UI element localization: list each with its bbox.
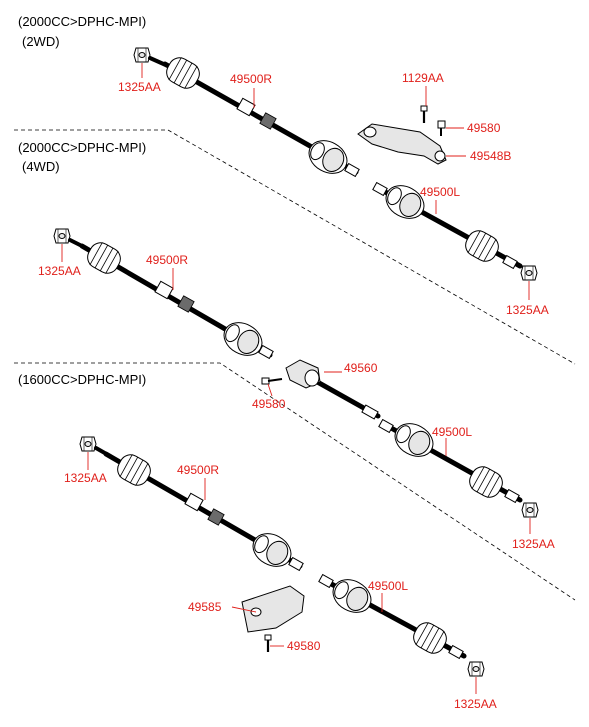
label-nut-1600-left: 1325AA (454, 697, 497, 711)
label-bracket-49548b: 49548B (470, 149, 511, 163)
label-shaft-l-1600: 49500L (368, 579, 408, 593)
bolt-49580-low (263, 633, 273, 654)
section-1600-engine-caption: (1600CC>DPHC-MPI) (18, 372, 146, 387)
label-shaft-r-2wd: 49500R (230, 72, 272, 86)
nut-4wd-left (521, 502, 539, 518)
label-shaft-r-4wd: 49500R (146, 253, 188, 267)
leader-lines (61, 63, 531, 694)
nut-2wd-left (520, 265, 538, 281)
label-bolt-49580-mid: 49580 (252, 397, 286, 411)
label-shaft-l-2wd: 49500L (420, 185, 460, 199)
nut-1600-left (467, 661, 485, 677)
label-nut-2wd: 1325AA (118, 80, 161, 94)
drive-shaft-r-2wd (148, 53, 360, 181)
drive-shaft-l-1600 (318, 572, 467, 660)
drive-shaft-l-4wd (378, 416, 523, 504)
section-4wd-drive-caption: (4WD) (22, 159, 60, 174)
bolt-1129aa (419, 104, 429, 125)
section-divider-1600 (14, 362, 576, 601)
bolt-49580-top (437, 120, 446, 136)
label-bolt-1129aa: 1129AA (402, 71, 444, 85)
label-heat-shield-49585: 49585 (188, 600, 222, 614)
section-divider-4wd (14, 129, 576, 365)
bracket-49548b (357, 123, 447, 165)
nut-4wd (53, 228, 71, 244)
drive-shaft-r-1600 (94, 446, 304, 574)
section-4wd-engine-caption: (2000CC>DPHC-MPI) (18, 140, 146, 155)
label-shaft-r-1600: 49500R (177, 463, 219, 477)
section-2wd-drive-caption: (2WD) (22, 34, 60, 49)
intermediate-shaft-49560 (285, 359, 381, 420)
label-nut-4wd-left: 1325AA (512, 537, 555, 551)
bolt-49580-mid (261, 377, 283, 385)
drive-shaft-l-2wd (372, 178, 523, 270)
label-bolt-49580-top: 49580 (467, 121, 501, 135)
label-shaft-l-4wd: 49500L (432, 425, 472, 439)
section-2wd-engine-caption: (2000CC>DPHC-MPI) (18, 14, 146, 29)
label-nut-1600: 1325AA (64, 471, 107, 485)
label-bolt-49580-low: 49580 (287, 639, 321, 653)
nut-1600 (79, 436, 97, 452)
label-nut-2wd-left: 1325AA (506, 303, 549, 317)
drive-shaft-r-4wd (68, 238, 274, 363)
label-intermediate-shaft-49560: 49560 (344, 361, 378, 375)
label-nut-4wd: 1325AA (38, 264, 81, 278)
nut-2wd (133, 47, 151, 63)
heat-shield-49585 (241, 585, 305, 633)
